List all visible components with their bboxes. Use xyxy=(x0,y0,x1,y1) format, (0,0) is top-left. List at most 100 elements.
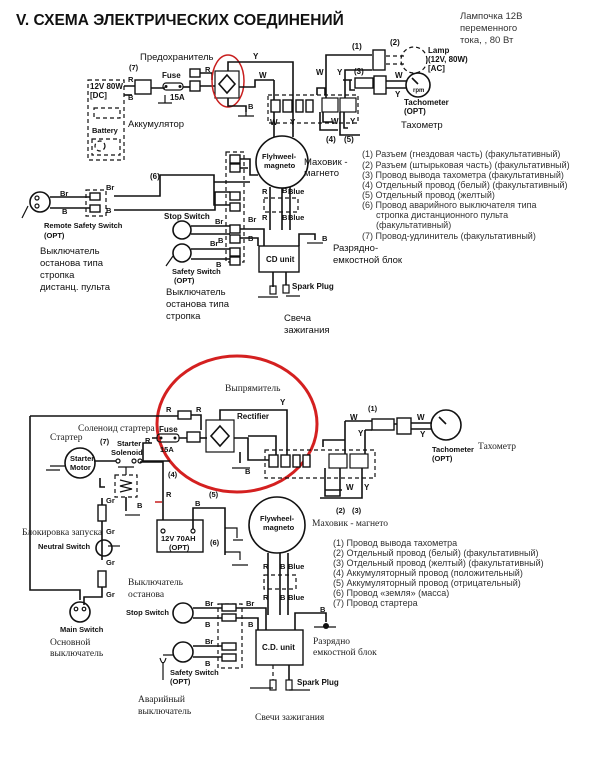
wire-label-b: B xyxy=(282,186,288,195)
extension-wire-7 xyxy=(134,79,152,95)
marker-2-bottom: (2) xyxy=(336,506,346,515)
lamp-label: Lamp xyxy=(428,46,449,55)
spark-plug-label: Spark Plug xyxy=(297,678,339,687)
wire-label-br: Br xyxy=(246,599,254,608)
rpm-dial: rpm xyxy=(413,88,424,94)
connector-1-2 xyxy=(372,49,386,71)
marker-6-bottom: (6) xyxy=(210,538,220,547)
spark-plug-bottom: Spark Plug Свечи зажигания xyxy=(255,678,339,723)
wire-label-b: B xyxy=(282,213,288,222)
tachometer-bottom: Tachometer (OPT) Тахометр xyxy=(430,409,516,463)
wire-label-b: B xyxy=(205,620,211,629)
wire-label-blue: Blue xyxy=(288,213,304,222)
wire-label-b: B xyxy=(248,102,254,111)
flywheel-label-1: Flyhweel- xyxy=(262,152,297,161)
wire-label-br: Br xyxy=(205,599,213,608)
flywheel-label-2: magneto xyxy=(263,523,295,532)
cd-unit-label-ru-1: Разрядно- xyxy=(333,243,378,254)
safety-switch-ru-3: стропка xyxy=(166,311,201,322)
tachometer-opt: (OPT) xyxy=(404,107,426,116)
rectifier-label: Rectifier xyxy=(237,412,269,421)
wire-label-y: Y xyxy=(420,430,426,439)
tachometer-label: Tachometer xyxy=(404,98,449,107)
legend-item: (6) Провод аварийного выключателя типа xyxy=(362,200,537,210)
tachometer-label: Tachometer xyxy=(432,445,474,454)
safety-switch-top: Br B Safety Switch (OPT) Выключатель ост… xyxy=(165,239,230,322)
lamp-type: [AC] xyxy=(428,64,445,73)
wire-label-w: W xyxy=(417,413,425,422)
wire-label-b: B xyxy=(320,605,326,614)
legend-item: (7) Провод-удлинитель (факультативный) xyxy=(362,231,536,241)
wire-label-b: B xyxy=(195,499,201,508)
connector-block-bottom xyxy=(264,449,376,479)
wire-label-r: R xyxy=(205,65,211,74)
remote-switch-label: Remote Safety Switch xyxy=(44,221,123,230)
wire-label-gr: Gr xyxy=(106,527,115,536)
legend-item: (5) Отдельный провод (желтый) xyxy=(362,190,495,200)
wire-label-w: W xyxy=(395,71,403,80)
legend-item: (1) Провод вывода тахометра xyxy=(333,538,457,548)
fuse-bottom: Fuse 15A xyxy=(152,425,187,454)
wire-label-y: Y xyxy=(337,68,343,77)
tachometer-top: W Y rpm Tachometer (OPT) Тахометр xyxy=(386,71,449,131)
battery-top: 12V 80W [DC] Battery Аккумулятор xyxy=(87,79,184,161)
battery-rating: 12V 80W xyxy=(90,82,123,91)
rectifier-top xyxy=(211,54,245,108)
fuse-label-ru: Предохранитель xyxy=(140,52,214,63)
stop-switch-label: Stop Switch xyxy=(164,212,210,221)
cd-unit-label-ru-2: емкостной блок xyxy=(313,647,377,658)
page-title: V. СХЕМА ЭЛЕКТРИЧЕСКИХ СОЕДИНЕНИЙ xyxy=(16,11,344,29)
marker-2: (2) xyxy=(390,38,400,47)
connector-3 xyxy=(373,75,387,95)
remote-switch-opt: (OPT) xyxy=(44,231,65,240)
rectifier-bottom: Rectifier xyxy=(205,412,269,453)
wire-label-br: Br xyxy=(106,183,114,192)
neutral-switch: Блокировка запуска Neutral Switch xyxy=(22,528,120,557)
remote-switch-ru-1: Выключатель xyxy=(40,246,100,257)
wire-label-blue: Blue xyxy=(288,593,304,602)
legend-item: (2) Разъем (штырьковая часть) (факультат… xyxy=(362,160,570,170)
wire-label-w: W xyxy=(346,483,354,492)
starter-motor: Starter Motor xyxy=(46,447,96,479)
wire-label-b: B xyxy=(245,467,251,476)
marker-4-bottom: (4) xyxy=(168,470,178,479)
main-switch-label-ru-1: Основной xyxy=(50,637,90,648)
highlight-circle-bottom xyxy=(155,354,319,494)
safety-switch-label-ru-2: выключатель xyxy=(138,707,192,717)
marker-4: (4) xyxy=(326,135,336,144)
wire-label-y: Y xyxy=(358,429,364,438)
stop-switch-label-ru-2: останова xyxy=(128,590,165,600)
flywheel-label-2: magneto xyxy=(264,161,296,170)
marker-1-bottom: (1) xyxy=(368,404,378,413)
lamp: Lamp (12V, 80W) [AC] xyxy=(386,46,468,74)
spark-plug-label-ru-1: Свеча xyxy=(284,313,312,324)
tachometer-label-ru: Тахометр xyxy=(478,442,516,452)
wire-label-y: Y xyxy=(280,398,286,407)
wire-label-blue: Blue xyxy=(288,187,304,196)
wire-label-b: B xyxy=(128,93,134,102)
wire-label-gr: Gr xyxy=(106,496,115,505)
legend-item: (3) Провод вывода тахометра (факультатив… xyxy=(362,170,564,180)
stop-switch-bottom: Stop Switch Br B Br B xyxy=(126,599,267,630)
wire-label-y: Y xyxy=(253,52,259,61)
main-switch-label: Main Switch xyxy=(60,625,104,634)
cd-unit-label-ru-1: Разрядно xyxy=(313,637,350,647)
stop-switch-top: Stop Switch Br B Br B xyxy=(164,212,265,246)
marker-3: (3) xyxy=(354,67,364,76)
wire-label-b: B xyxy=(322,234,328,243)
safety-switch-ru-2: останова типа xyxy=(166,299,230,310)
wire-label-w: W xyxy=(259,71,267,80)
legend-top: (1) Разъем (гнездовая часть) (факультати… xyxy=(362,149,570,241)
flywheel-label-ru: Маховик - магнето xyxy=(312,519,388,529)
wire-label-gr: Gr xyxy=(106,558,115,567)
wire-label-y: Y xyxy=(290,118,296,127)
lamp-note-line-2: переменного xyxy=(460,23,517,34)
cd-unit-label-ru-2: емкостной блок xyxy=(333,255,403,266)
starter-motor-label-1: Starter xyxy=(70,454,94,463)
solenoid-label-ru: Соленоид стартера xyxy=(78,424,155,434)
wire-label-blue: Blue xyxy=(288,562,304,571)
legend-item: (факультативный) xyxy=(376,220,451,230)
spark-plug-label-ru: Свечи зажигания xyxy=(255,713,325,723)
legend-item: (4) Аккумуляторный провод (положительный… xyxy=(333,568,523,578)
wire-label-w: W xyxy=(350,413,358,422)
